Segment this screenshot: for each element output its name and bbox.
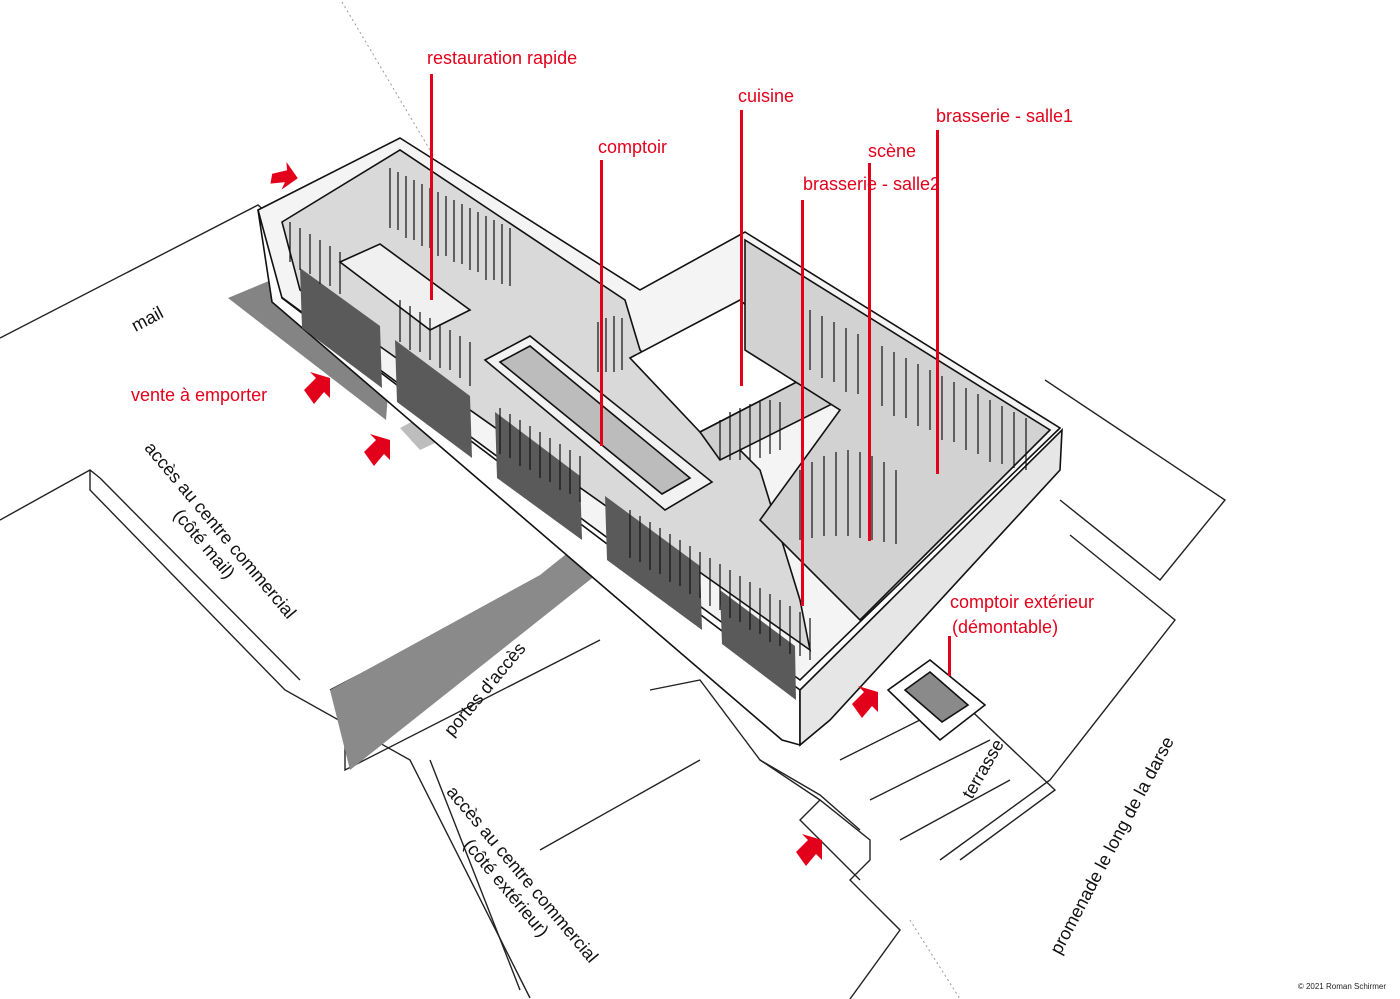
arrow-icon bbox=[796, 834, 822, 866]
leader-brasserie-salle2 bbox=[801, 200, 804, 606]
label-brasserie-salle1: brasserie - salle1 bbox=[936, 106, 1074, 126]
access-arrows bbox=[270, 162, 878, 866]
arrow-icon bbox=[852, 686, 878, 718]
label-restauration-rapide: restauration rapide bbox=[427, 48, 578, 68]
arrow-icon bbox=[270, 162, 298, 190]
label-comptoir-exterieur-note: (démontable) bbox=[952, 617, 1059, 637]
building bbox=[257, 137, 1063, 747]
leader-scene bbox=[868, 163, 871, 541]
leader-comptoir-exterieur bbox=[948, 636, 951, 676]
planter-courtyard bbox=[597, 316, 781, 460]
label-cuisine: cuisine bbox=[738, 86, 795, 106]
label-comptoir: comptoir bbox=[598, 137, 668, 157]
planter-brasserie-back bbox=[809, 310, 1027, 470]
arrow-icon bbox=[304, 372, 330, 404]
planter-front-main bbox=[289, 222, 811, 660]
label-brasserie-salle2: brasserie - salle2 bbox=[803, 174, 941, 194]
leader-restauration-rapide bbox=[430, 74, 433, 300]
label-comptoir-exterieur: comptoir extérieur bbox=[950, 592, 1095, 612]
leader-comptoir bbox=[600, 160, 603, 446]
label-vente-a-emporter: vente à emporter bbox=[131, 385, 268, 405]
planter-scene bbox=[799, 450, 897, 544]
label-scene: scène bbox=[868, 141, 917, 161]
credit-text: © 2021 Roman Schirmer bbox=[1297, 982, 1386, 991]
guide-line bbox=[341, 1, 961, 999]
leader-brasserie-salle1 bbox=[936, 130, 939, 474]
leader-cuisine bbox=[740, 110, 743, 386]
arrow-icon bbox=[364, 434, 390, 466]
